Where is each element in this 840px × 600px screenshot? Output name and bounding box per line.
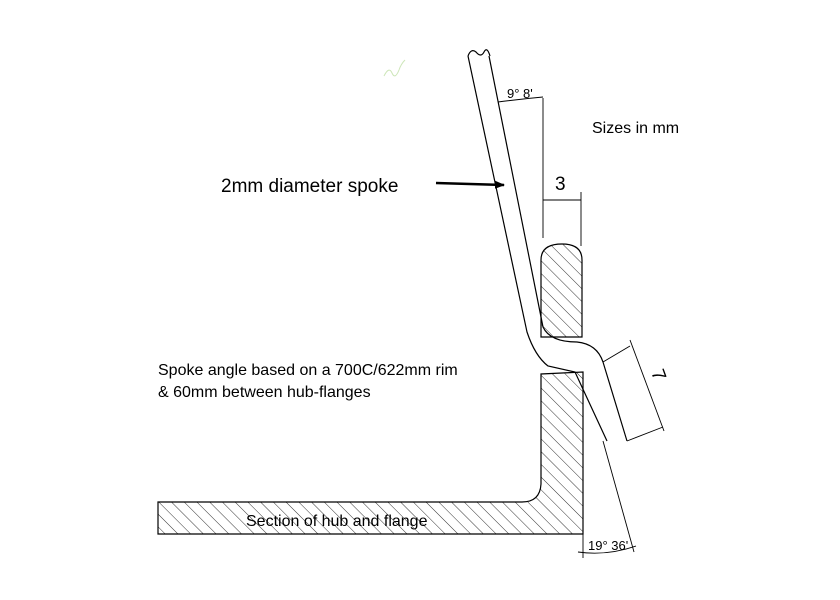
spoke-outline-inner: [488, 55, 628, 442]
spoke-label: 2mm diameter spoke: [221, 176, 398, 197]
spoke-leader-arrow: [435, 180, 505, 189]
top-angle-dimension: 9° 8': [497, 86, 544, 238]
spoke-outline: [467, 55, 608, 442]
length-dimension: 7: [602, 339, 670, 442]
bottom-angle-dimension: 19° 36': [577, 440, 637, 558]
sizes-note: Sizes in mm: [592, 120, 679, 137]
section-label: Section of hub and flange: [246, 513, 428, 530]
spoke-cut-end: [467, 49, 491, 57]
length-label: 7: [646, 367, 669, 384]
width-label: 3: [555, 174, 566, 195]
hub-section: [157, 371, 584, 535]
angle-note-line1: Spoke angle based on a 700C/622mm rim: [158, 362, 458, 379]
width-dimension: 3: [543, 174, 582, 246]
flange-tab: [540, 243, 583, 338]
top-angle-label: 9° 8': [507, 86, 533, 101]
bottom-angle-label: 19° 36': [588, 538, 628, 553]
angle-note-line2: & 60mm between hub-flanges: [158, 384, 371, 401]
pencil-mark: [383, 59, 406, 77]
